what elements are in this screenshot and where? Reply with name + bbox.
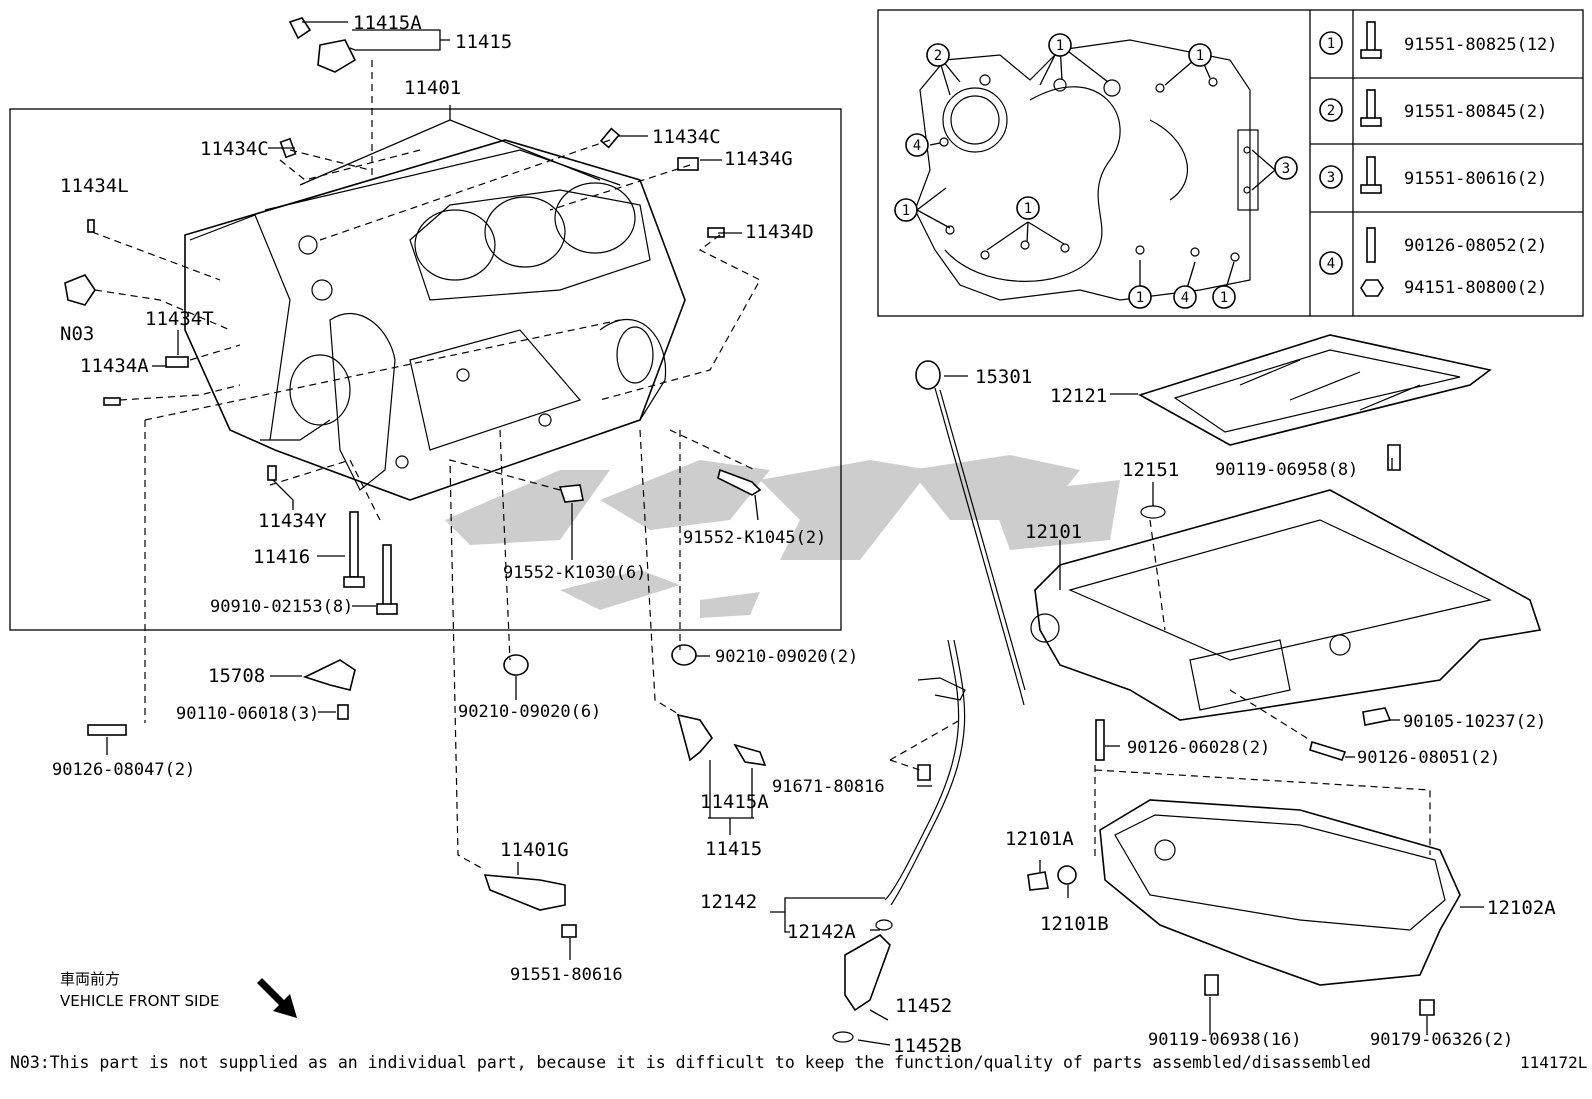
label-11434C[interactable]: 11434C — [200, 138, 269, 160]
bolt-icons — [1360, 21, 1384, 297]
label-90179-06326[interactable]: 90179-06326(2) — [1370, 1030, 1513, 1050]
label-12142[interactable]: 12142 — [700, 891, 757, 913]
engine-block-frame — [9, 108, 842, 631]
callout-num: 1 — [1024, 201, 1032, 217]
oil-pan-upper-drawing — [1030, 489, 1542, 721]
inset-frame — [877, 9, 1584, 317]
label-11434D[interactable]: 11434D — [745, 221, 814, 243]
label-11434G[interactable]: 11434G — [724, 148, 793, 170]
bolt-part-number: 94151-80800(2) — [1404, 278, 1547, 298]
label-90210-09020-6[interactable]: 90210-09020(6) — [458, 702, 601, 722]
part-number-labels: 90910-02153(8) 91552-K1030(6) 90210-0902… — [52, 460, 1546, 1050]
label-11401G[interactable]: 11401G — [500, 839, 569, 861]
label-11452B[interactable]: 11452B — [893, 1035, 962, 1057]
oil-pan-lower-drawing — [1099, 799, 1461, 986]
dipstick-drawing — [915, 360, 1026, 706]
label-12151[interactable]: 12151 — [1122, 459, 1179, 481]
label-11434A[interactable]: 11434A — [80, 355, 149, 377]
label-11434T[interactable]: 11434T — [145, 308, 214, 330]
label-90119-06958[interactable]: 90119-06958(8) — [1215, 460, 1358, 480]
arrow-down-right-icon — [255, 978, 297, 1018]
callout-num: 1 — [1220, 290, 1228, 306]
label-12101[interactable]: 12101 — [1025, 521, 1082, 543]
callout-num: 1 — [902, 203, 910, 219]
table-num: 3 — [1327, 170, 1335, 186]
inset-callout-numbers: 1 1 2 4 1 1 3 1 4 1 1 2 3 4 — [902, 36, 1335, 306]
baffle-plate-drawing — [1137, 334, 1492, 446]
label-90126-06028[interactable]: 90126-06028(2) — [1127, 738, 1270, 758]
label-12121[interactable]: 12121 — [1050, 385, 1107, 407]
callout-num: 1 — [1136, 290, 1144, 306]
watermark-logo — [445, 455, 1120, 618]
label-11415[interactable]: 11415 — [705, 838, 762, 860]
part-labels: 11415A 11415 11401 11434C 11434C 11434G … — [60, 12, 1556, 1057]
label-90126-08047[interactable]: 90126-08047(2) — [52, 760, 195, 780]
cylinder-block-drawing — [184, 139, 686, 501]
label-90910-02153[interactable]: 90910-02153(8) — [210, 597, 353, 617]
label-11415A[interactable]: 11415A — [700, 791, 769, 813]
callout-num: 3 — [1282, 161, 1290, 177]
table-num: 4 — [1327, 256, 1335, 272]
label-11416[interactable]: 11416 — [253, 546, 310, 568]
label-11452[interactable]: 11452 — [895, 995, 952, 1017]
leader-lines — [91, 21, 1484, 1046]
label-15301[interactable]: 15301 — [975, 366, 1032, 388]
label-12101B[interactable]: 12101B — [1040, 913, 1109, 935]
label-12101A[interactable]: 12101A — [1005, 828, 1074, 850]
dipstick-guide-drawing — [832, 639, 966, 1043]
label-90126-08051[interactable]: 90126-08051(2) — [1357, 748, 1500, 768]
bolt-part-number: 91551-80825(12) — [1404, 35, 1558, 55]
callout-num: 1 — [1056, 38, 1064, 54]
label-91552-K1030[interactable]: 91552-K1030(6) — [503, 563, 646, 583]
label-11415[interactable]: 11415 — [455, 31, 512, 53]
vehicle-front-indicator: 車両前方 VEHICLE FRONT SIDE — [60, 970, 297, 1018]
callout-num: 4 — [1181, 290, 1189, 306]
label-11434C[interactable]: 11434C — [652, 126, 721, 148]
bolt-part-number: 90126-08052(2) — [1404, 236, 1547, 256]
bolt-table: 91551-80825(12) 91551-80845(2) 91551-806… — [1404, 35, 1558, 298]
label-11434L[interactable]: 11434L — [60, 175, 129, 197]
callout-num: 4 — [913, 138, 921, 154]
inset-callout-circles — [894, 31, 1343, 309]
callout-num: 2 — [934, 48, 942, 64]
table-num: 1 — [1327, 36, 1335, 52]
label-N03[interactable]: N03 — [60, 323, 94, 345]
label-11434Y[interactable]: 11434Y — [258, 510, 327, 532]
label-90119-06938[interactable]: 90119-06938(16) — [1148, 1030, 1302, 1050]
label-90110-06018[interactable]: 90110-06018(3) — [176, 704, 319, 724]
front-side-en: VEHICLE FRONT SIDE — [60, 992, 220, 1010]
label-91671-80816[interactable]: 91671-80816 — [772, 777, 885, 797]
label-12142A[interactable]: 12142A — [787, 921, 856, 943]
small-parts-drawing — [64, 17, 1435, 1016]
front-side-jp: 車両前方 — [60, 970, 120, 988]
label-11415A[interactable]: 11415A — [353, 12, 422, 34]
label-90210-09020-2[interactable]: 90210-09020(2) — [715, 647, 858, 667]
label-15708[interactable]: 15708 — [208, 665, 265, 687]
table-num: 2 — [1327, 103, 1335, 119]
footnote-text: N03:This part is not supplied as an indi… — [10, 1053, 1371, 1072]
label-90105-10237[interactable]: 90105-10237(2) — [1403, 712, 1546, 732]
callout-num: 1 — [1196, 48, 1204, 64]
label-11401[interactable]: 11401 — [404, 77, 461, 99]
label-91551-80616[interactable]: 91551-80616 — [510, 965, 623, 985]
diagram-id: 114172L — [1520, 1053, 1587, 1072]
label-12102A[interactable]: 12102A — [1487, 897, 1556, 919]
bolt-part-number: 91551-80845(2) — [1404, 102, 1547, 122]
label-91552-K1045[interactable]: 91552-K1045(2) — [683, 528, 826, 548]
inset-bolt-locations-drawing — [914, 39, 1276, 301]
bolt-part-number: 91551-80616(2) — [1404, 169, 1547, 189]
